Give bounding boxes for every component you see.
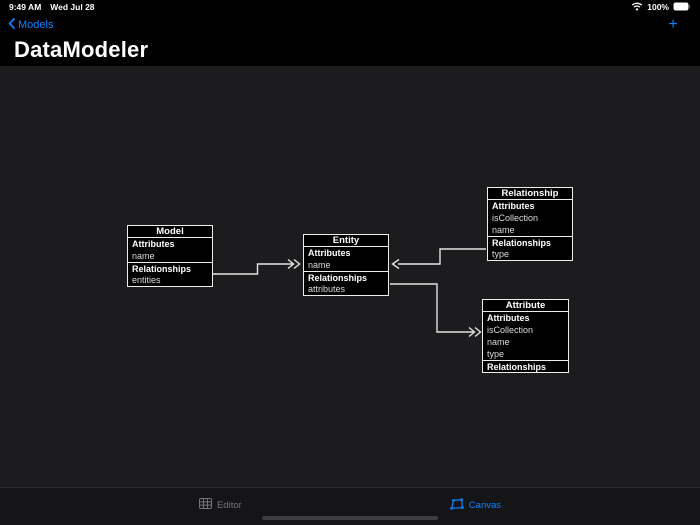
node-model[interactable]: Model Attributes name Relationships enti… <box>127 225 213 287</box>
node-entity[interactable]: Entity Attributes name Relationships att… <box>303 234 389 296</box>
status-date: Wed Jul 28 <box>50 2 95 12</box>
node-attribute-row: type <box>487 349 505 359</box>
node-attribute-row: name <box>492 225 515 235</box>
node-section-label: Attributes <box>487 313 530 323</box>
node-section-label: Relationships <box>128 262 212 274</box>
node-title: Relationship <box>488 188 572 200</box>
node-section-label: Relationships <box>304 271 388 283</box>
node-attribute-row: name <box>132 251 155 261</box>
node-attribute-row: isCollection <box>492 213 539 223</box>
status-bar: 9:49 AM Wed Jul 28 100% <box>0 0 700 14</box>
node-attribute[interactable]: Attribute Attributes isCollection name t… <box>482 299 569 373</box>
node-section-label: Relationships <box>483 360 568 372</box>
node-attribute-row: isCollection <box>487 325 534 335</box>
status-time: 9:49 AM <box>9 2 42 12</box>
back-button-models[interactable]: Models <box>8 18 53 32</box>
home-indicator[interactable] <box>262 516 438 520</box>
grid-icon <box>198 498 212 512</box>
node-section-label: Attributes <box>492 201 535 211</box>
battery-icon <box>673 2 691 13</box>
node-relationship-row: type <box>492 249 510 259</box>
node-title: Model <box>128 226 212 238</box>
battery-percent: 100% <box>647 2 669 12</box>
tab-label: Canvas <box>468 500 502 511</box>
node-relationship-row: attributes <box>308 284 346 294</box>
wifi-icon <box>631 2 643 13</box>
tab-editor[interactable]: Editor <box>198 498 242 512</box>
tab-canvas[interactable]: Canvas <box>450 498 501 513</box>
node-relationship-row: entities <box>132 275 161 285</box>
node-title: Entity <box>304 235 388 247</box>
node-section-label: Relationships <box>488 236 572 248</box>
page-title: DataModeler <box>14 37 149 62</box>
tab-label: Editor <box>216 499 242 511</box>
add-button[interactable]: + <box>668 16 678 33</box>
node-relationship[interactable]: Relationship Attributes isCollection nam… <box>487 187 573 261</box>
node-section-label: Attributes <box>308 248 351 258</box>
node-attribute-row: name <box>308 260 331 270</box>
node-section-label: Attributes <box>132 239 175 249</box>
node-attribute-row: name <box>487 337 510 347</box>
chevron-left-icon <box>8 18 15 32</box>
node-title: Attribute <box>483 300 568 312</box>
canvas-polygon-icon <box>450 498 464 513</box>
back-button-label: Models <box>18 19 54 31</box>
